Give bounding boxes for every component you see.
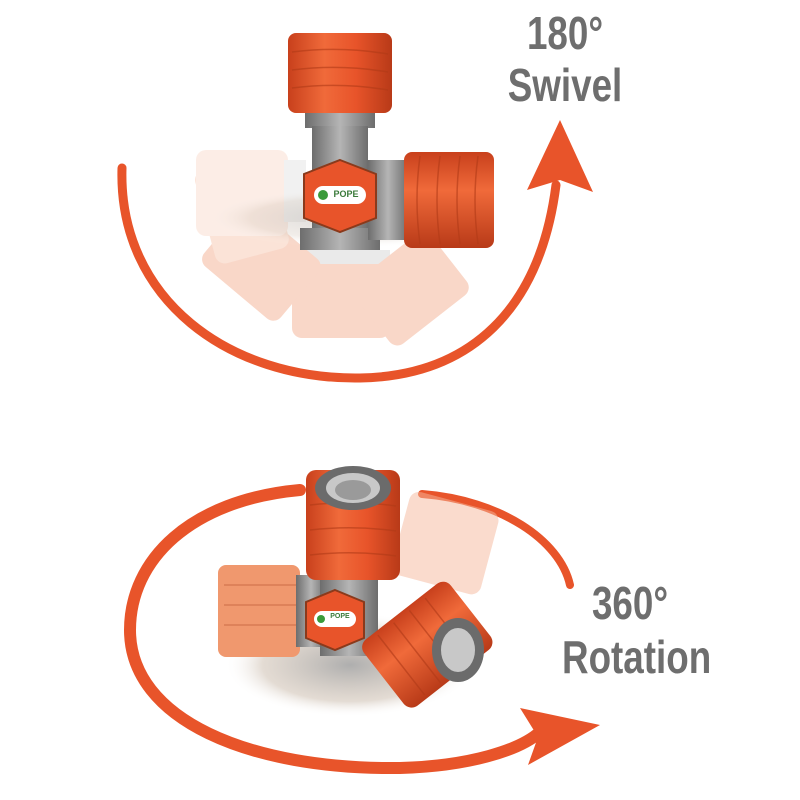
tee-connector-bottom xyxy=(218,466,499,717)
rotation-degrees: 360° xyxy=(591,577,669,629)
rotation-label: 360° Rotation xyxy=(562,577,712,683)
brand-logo-top: POPE xyxy=(333,189,359,199)
swivel-degrees: 180° xyxy=(526,7,604,59)
tee-connector-top xyxy=(205,33,505,250)
rotation-arrow xyxy=(123,484,600,775)
swivel-label: 180° Swivel xyxy=(505,10,625,108)
rotation-word: Rotation xyxy=(562,631,712,683)
swivel-arrow xyxy=(117,120,593,383)
swivel-word: Swivel xyxy=(507,59,623,111)
brand-logo-bottom: POPE xyxy=(330,613,350,620)
